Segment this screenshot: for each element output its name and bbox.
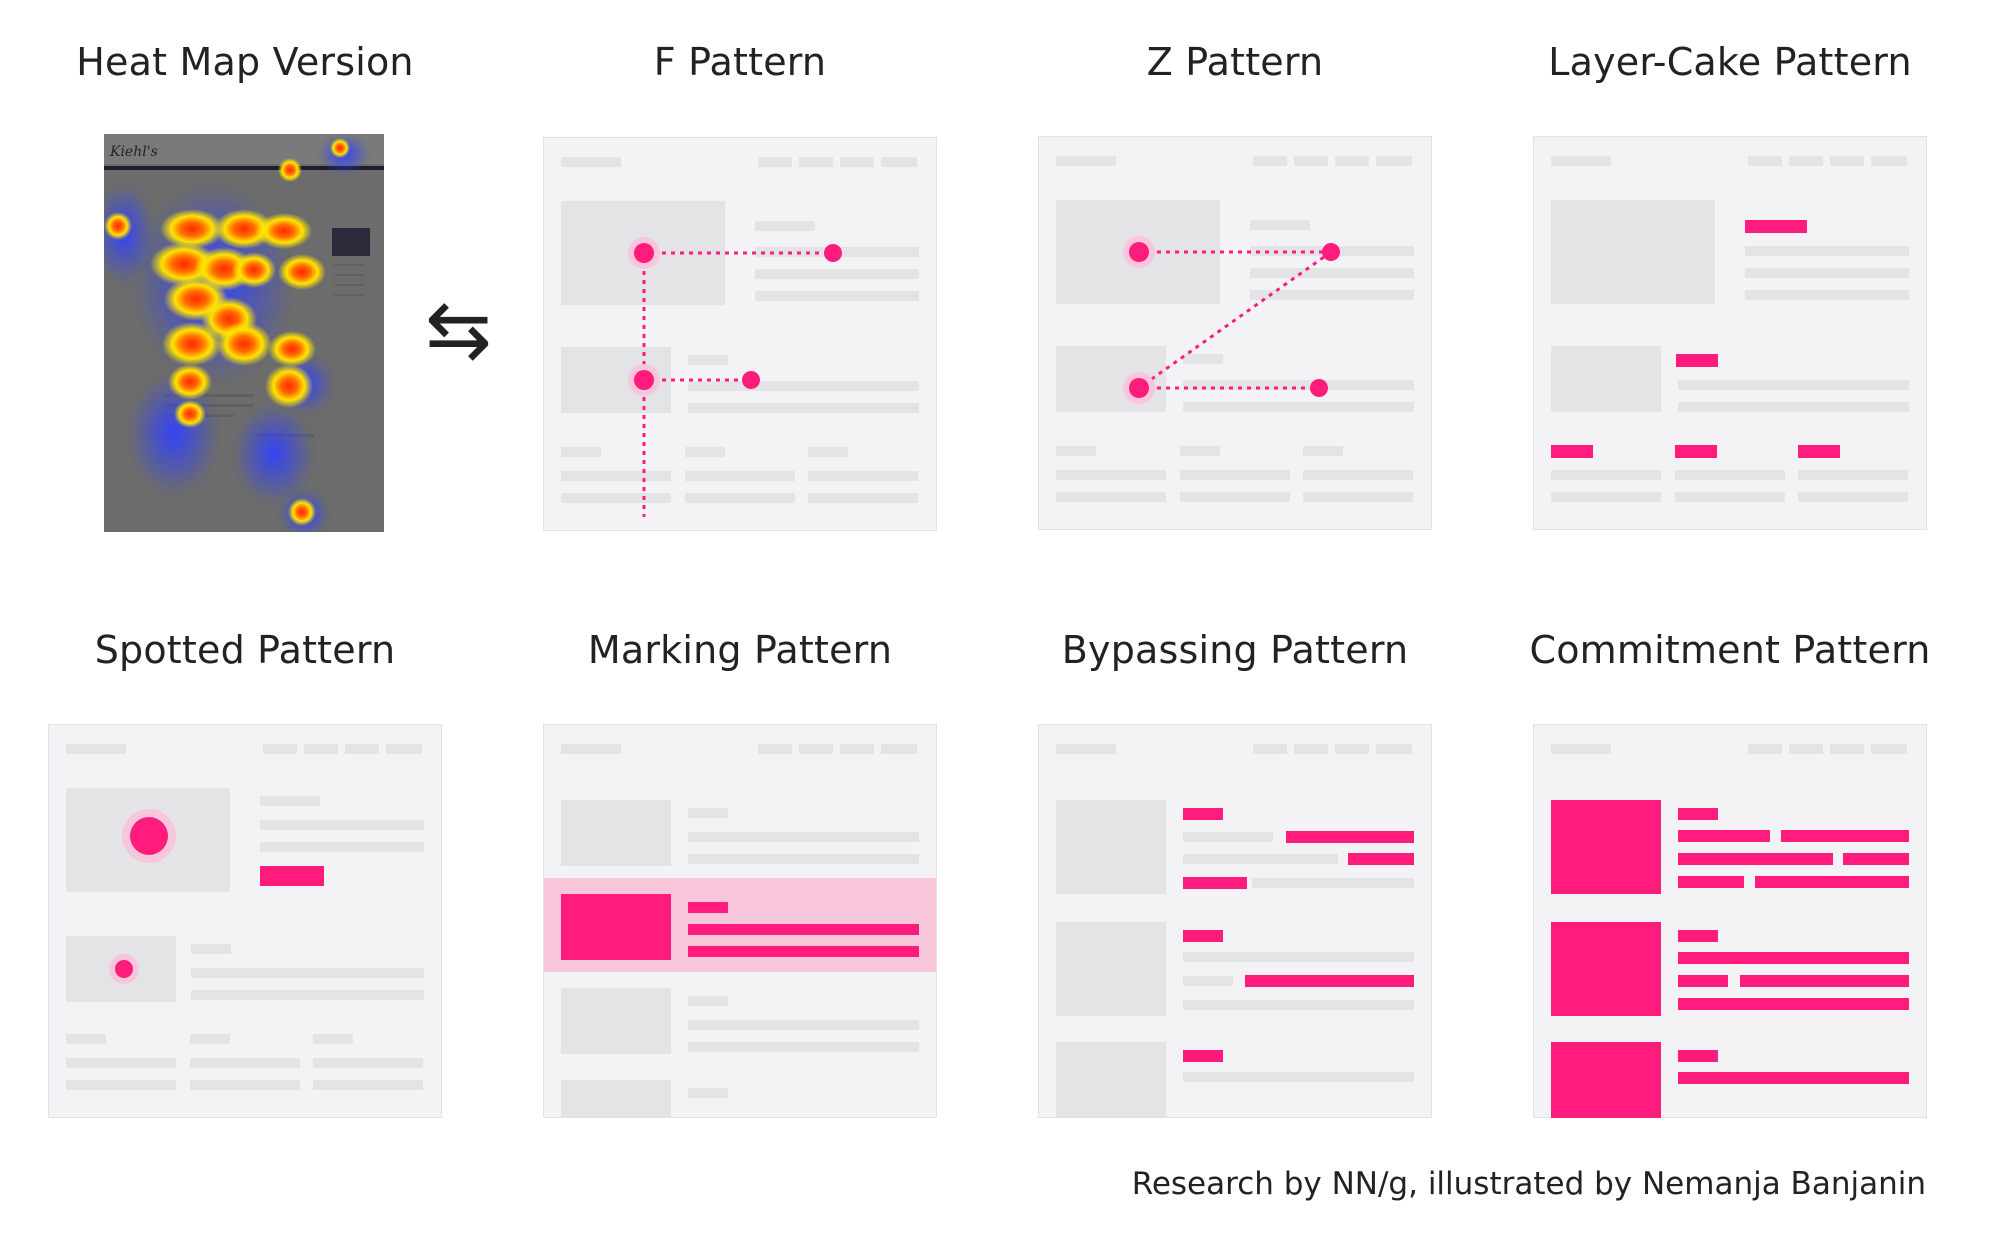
z-pattern-diagram (1038, 136, 1432, 530)
panel-title-commitment: Commitment Pattern (1529, 628, 1931, 672)
heatmap-image: Kiehl's (104, 134, 384, 532)
panel-title-marking: Marking Pattern (587, 628, 893, 672)
bidirectional-arrow-icon: ⇆ (425, 283, 493, 376)
f-pattern-diagram (543, 137, 937, 531)
panel-title-spotted: Spotted Pattern (94, 628, 396, 672)
panel-title-z-pattern: Z Pattern (1146, 40, 1324, 84)
panel-title-bypassing: Bypassing Pattern (1061, 628, 1409, 672)
heatmap-logo: Kiehl's (109, 144, 158, 160)
commitment-pattern-diagram (1533, 724, 1927, 1118)
panel-title-f-pattern: F Pattern (653, 40, 827, 84)
bypassing-pattern-diagram (1038, 724, 1432, 1118)
spotted-pattern-diagram (48, 724, 442, 1118)
panel-title-heatmap: Heat Map Version (76, 40, 414, 84)
credit-line: Research by NN/g, illustrated by Nemanja… (1131, 1166, 1926, 1202)
layer-cake-pattern-diagram (1533, 136, 1927, 530)
marking-pattern-diagram (543, 724, 937, 1118)
panel-title-layer-cake: Layer-Cake Pattern (1548, 40, 1912, 84)
